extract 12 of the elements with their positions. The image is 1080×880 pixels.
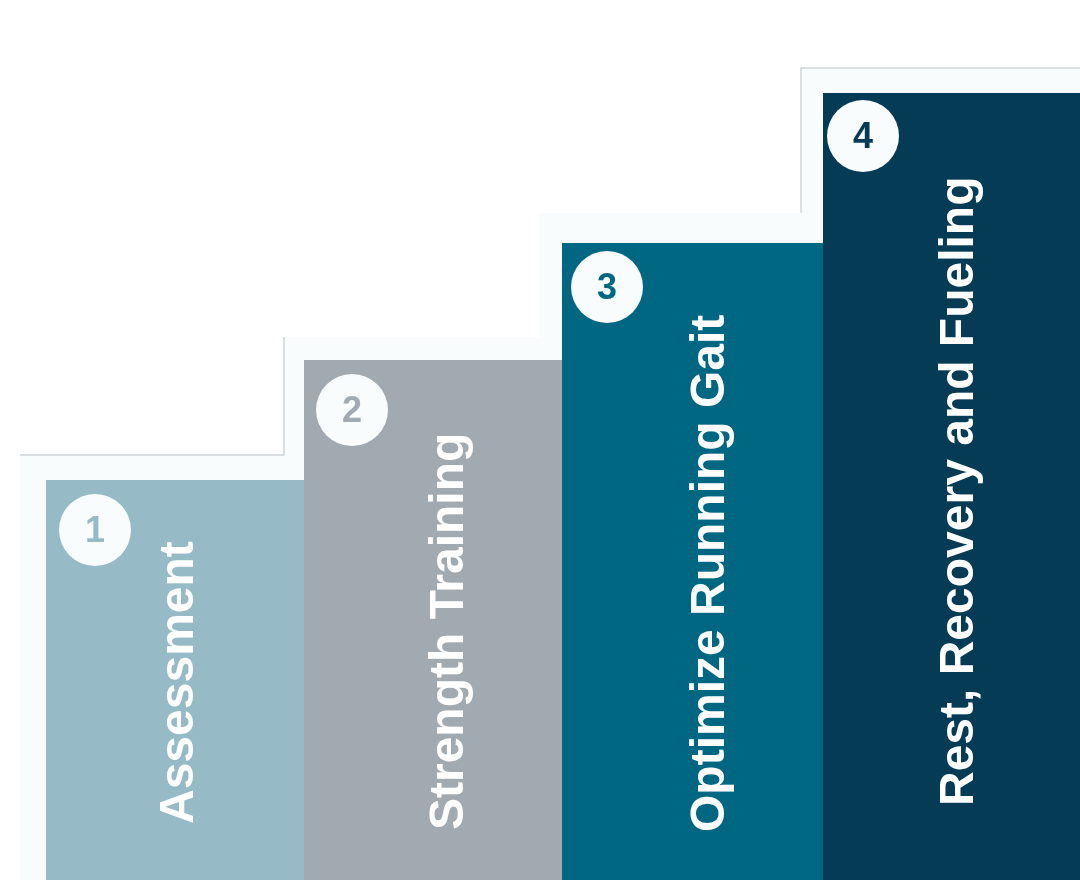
step-number-badge: 4 bbox=[827, 100, 899, 172]
step-number-badge: 3 bbox=[571, 251, 643, 323]
step-number-badge: 1 bbox=[59, 494, 131, 566]
step-bar bbox=[562, 243, 823, 880]
step-label: Optimize Running Gait bbox=[684, 314, 732, 832]
step-bar bbox=[46, 480, 304, 880]
step-label: Rest, Recovery and Fueling bbox=[933, 176, 981, 806]
step-bar bbox=[823, 93, 1080, 880]
step-bar bbox=[304, 360, 562, 880]
step-label: Strength Training bbox=[423, 432, 471, 830]
step-label: Assessment bbox=[153, 541, 201, 824]
step-number-badge: 2 bbox=[316, 374, 388, 446]
